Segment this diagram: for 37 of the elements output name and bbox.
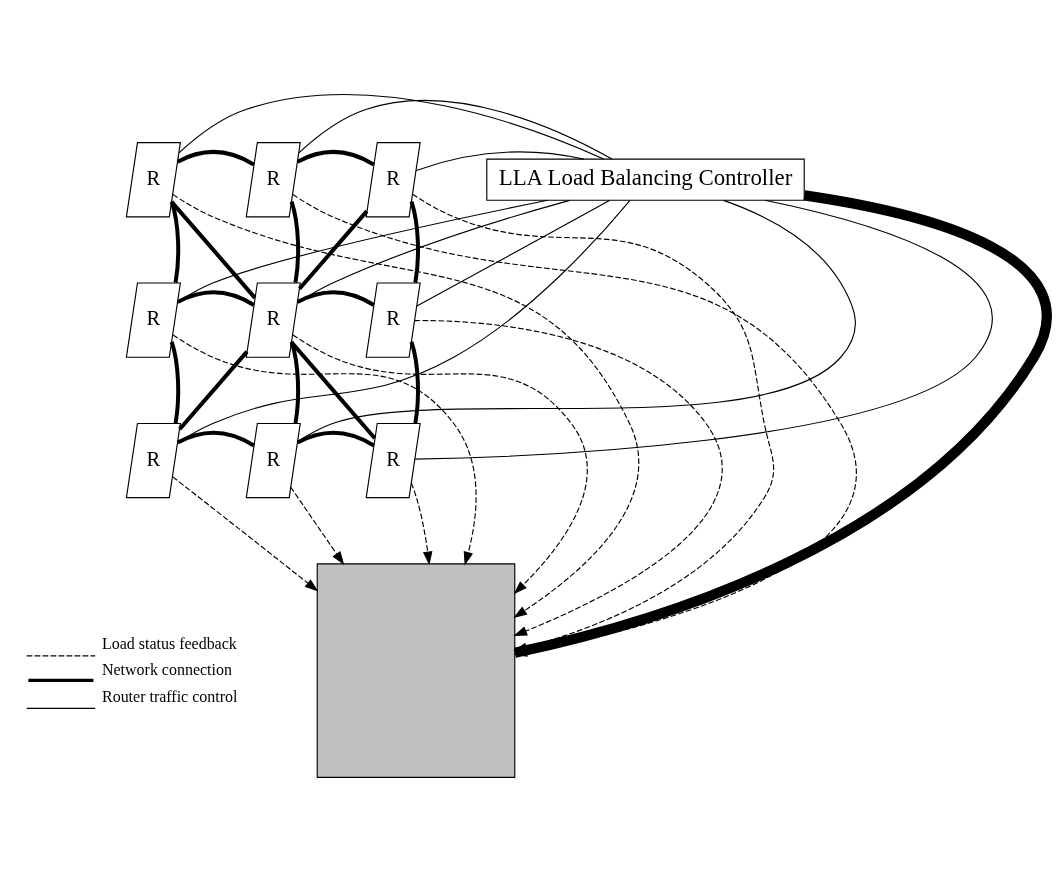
node-box: LLA Load Balancing Controller: [486, 158, 805, 201]
connector: [415, 150, 585, 171]
connector: [298, 209, 369, 290]
arrow: [172, 333, 477, 565]
arrow: [172, 193, 640, 618]
connector: [409, 200, 420, 283]
connector: [170, 200, 257, 299]
legend-label: Load status feedback: [102, 634, 237, 652]
connector: [289, 340, 301, 423]
connector: [296, 149, 375, 166]
connector: [178, 349, 249, 430]
node-box: [316, 562, 516, 778]
connector: [416, 199, 611, 307]
connector: [297, 199, 856, 442]
connector: [296, 289, 375, 307]
legend-label: Router traffic control: [102, 687, 238, 705]
arrow: [410, 482, 433, 565]
arrow: [414, 319, 723, 636]
connector: [177, 199, 549, 303]
arrow: [292, 333, 588, 594]
connector: [178, 93, 605, 160]
connector: [289, 200, 301, 283]
connector: [176, 430, 255, 447]
connector: [169, 200, 181, 283]
connector: [296, 430, 375, 447]
connector: [169, 340, 181, 423]
arrow: [172, 475, 319, 591]
connector: [290, 340, 377, 440]
connector: [296, 199, 571, 303]
connector: [176, 289, 255, 307]
connector: [298, 99, 613, 159]
connector: [177, 199, 631, 443]
legend-label: Network connection: [102, 660, 232, 678]
connector: [409, 340, 420, 423]
connector: [414, 199, 993, 460]
arrow: [290, 486, 345, 565]
connector: [176, 149, 255, 166]
